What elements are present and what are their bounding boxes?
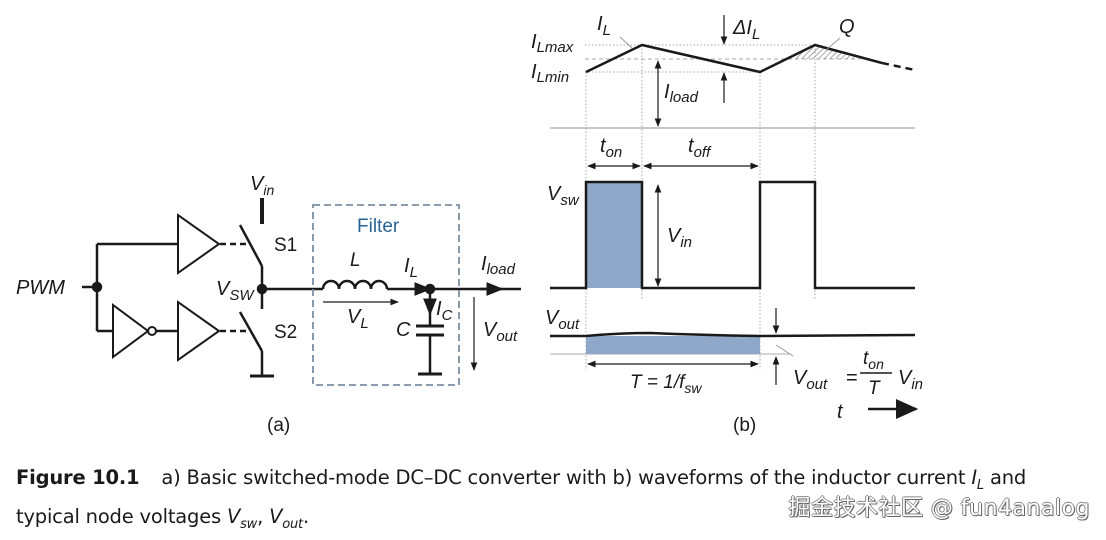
- wave-iload-label: Iload: [664, 81, 699, 106]
- pwm-junction: [91, 281, 103, 293]
- il-leader: [619, 36, 633, 49]
- formula-leader: [775, 344, 794, 357]
- vsw-label: VSW: [216, 278, 255, 304]
- ton-label: ton: [600, 135, 622, 161]
- svg-text:ton: ton: [863, 348, 884, 372]
- iload-label: Iload: [481, 253, 516, 278]
- vsw-waveform: [550, 180, 915, 290]
- circuit-labels: PWM Vin S1 S2 VSW Filter L IL VL IC C Il…: [16, 173, 518, 436]
- inductor: [321, 279, 389, 290]
- inductor-current-continuation: [881, 61, 916, 72]
- ilmin-label: ILmin: [531, 61, 569, 86]
- wave-vin-label: Vin: [667, 225, 692, 251]
- svg-text:PWM: PWM: [16, 277, 65, 299]
- panel-b-label: (b): [733, 415, 756, 436]
- delta-il-label: ΔIL: [732, 17, 760, 43]
- waveform-gridlines: [585, 44, 860, 370]
- svg-text:Vin: Vin: [250, 173, 274, 198]
- waveform-labels: IL ILmax ILmin ΔIL Q Iload ton toff Vsw …: [531, 13, 923, 436]
- lower-buffer: [177, 300, 221, 362]
- charge-q-area: [790, 45, 858, 59]
- switch-s1: [238, 224, 264, 267]
- time-label: t: [837, 401, 844, 423]
- toff-label: toff: [688, 135, 712, 161]
- svg-text:Vin: Vin: [898, 367, 923, 393]
- upper-buffer: [177, 213, 221, 275]
- vout-average-fill: [586, 336, 760, 354]
- switch-s2: [238, 311, 264, 352]
- s1-label: S1: [274, 235, 297, 256]
- figure-number: Figure 10.1: [16, 466, 140, 489]
- vout-waveform: [550, 331, 916, 338]
- pwm-label: PWM: [16, 277, 65, 299]
- wave-il-label: IL: [597, 13, 611, 39]
- filter-label: Filter: [357, 216, 400, 237]
- wave-vsw-label: Vsw: [547, 183, 580, 209]
- vsw-on-fill: [586, 182, 642, 288]
- svg-text:T: T: [868, 378, 881, 399]
- il-label: IL: [404, 255, 418, 281]
- svg-text:=: =: [846, 367, 858, 389]
- svg-text:Vout: Vout: [793, 367, 828, 393]
- filter-box: [312, 204, 460, 386]
- ic-label: IC: [436, 298, 453, 324]
- inductor-label: L: [350, 250, 361, 271]
- vl-label: VL: [347, 306, 369, 332]
- vout-label: Vout: [483, 319, 518, 345]
- ilmax-label: ILmax: [531, 31, 574, 56]
- wave-vout-label: Vout: [545, 307, 580, 333]
- vout-formula: Vout = ton T Vin: [793, 348, 923, 399]
- q-leader: [825, 37, 841, 51]
- period-label: T = 1/fsw: [630, 372, 702, 396]
- panel-a-label: (a): [267, 415, 290, 436]
- inverter: [112, 303, 150, 359]
- circuit-schematic: [82, 198, 521, 378]
- q-label: Q: [839, 16, 855, 38]
- cap-label: C: [396, 319, 411, 341]
- caption-line-2: typical node voltages Vsw, Vout.: [16, 504, 309, 532]
- s2-label: S2: [274, 322, 297, 343]
- figure-canvas: PWM Vin S1 S2 VSW Filter L IL VL IC C Il…: [16, 13, 923, 436]
- watermark: 掘金技术社区 @ fun4analog: [788, 496, 1090, 521]
- inductor-current-waveform: [585, 43, 883, 74]
